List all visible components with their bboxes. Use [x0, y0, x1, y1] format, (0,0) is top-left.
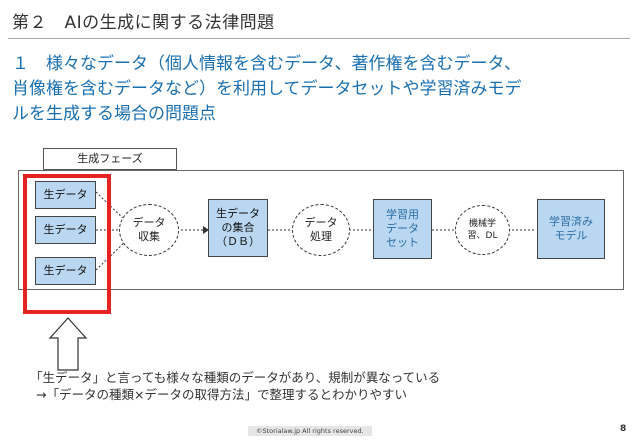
phase-label: 生成フェーズ: [43, 148, 177, 170]
data-processing-node: データ 処理: [292, 204, 350, 256]
heading-line-1: １ 様々なデータ（個人情報を含むデータ、著作権を含むデータ、: [12, 54, 521, 74]
raw-data-highlight: [23, 174, 111, 314]
slide-caption: 「生データ」と言っても様々な種類のデータがあり、規制が異なっている →「データの…: [30, 369, 440, 403]
machine-learning-node: 機械学 習、DL: [455, 205, 510, 255]
copyright-notice: ©Storialaw.jp All rights reserved.: [248, 426, 372, 436]
training-dataset-box: 学習用 データ セット: [373, 199, 432, 259]
header-divider: [8, 38, 630, 39]
up-arrow-icon: [48, 317, 88, 371]
heading-line-3: ルを生成する場合の問題点: [12, 104, 216, 124]
raw-data-box: 生データ: [35, 181, 96, 209]
slide-heading: １ 様々なデータ（個人情報を含むデータ、著作権を含むデータ、 肖像権を含むデータ…: [12, 52, 622, 127]
caption-line-2: →「データの種類×データの取得方法」で整理するとわかりやすい: [36, 387, 407, 402]
trained-model-box: 学習済み モデル: [537, 199, 605, 259]
connector-line: [95, 191, 128, 223]
raw-data-box: 生データ: [35, 216, 96, 244]
heading-line-2: 肖像権を含むデータなど）を利用してデータセットや学習済みモデ: [12, 79, 522, 99]
data-collection-node: データ 収集: [119, 204, 179, 256]
slide-section-title: 第２ AIの生成に関する法律問題: [12, 13, 275, 33]
caption-line-1: 「生データ」と言っても様々な種類のデータがあり、規制が異なっている: [30, 370, 441, 385]
page-number: 8: [620, 424, 627, 434]
arrow-head: [203, 226, 209, 234]
raw-data-box: 生データ: [35, 257, 96, 285]
connector-line: [95, 239, 128, 271]
raw-data-aggregate-box: 生データ の集合 （ＤＢ）: [208, 199, 268, 257]
